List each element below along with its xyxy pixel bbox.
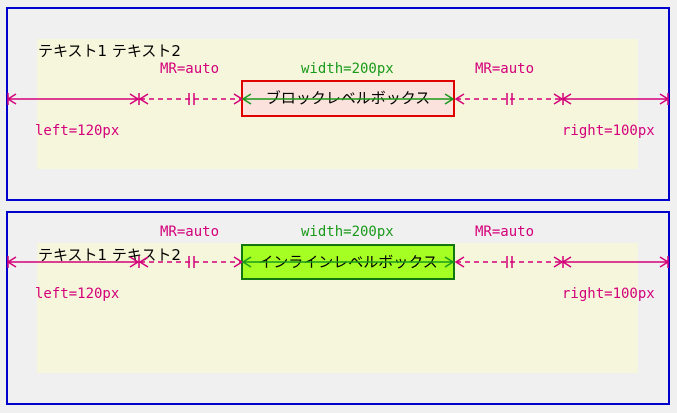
width-dim-arrow-end [444, 93, 455, 105]
width-dim-arrow-end [444, 256, 455, 268]
left-dim-arrow-end [129, 256, 140, 268]
dimension-lines-row-2 [6, 256, 670, 268]
right-label-1: right=100px [562, 123, 655, 139]
mr-left-arrow-start [138, 93, 149, 105]
left-dim-arrow-start [6, 256, 17, 268]
left-label-1: left=120px [35, 123, 120, 139]
width-dim-arrow-start [241, 93, 252, 105]
right-dim-arrow-start [561, 93, 572, 105]
width-label-2: width=200px [301, 224, 394, 240]
mr-left-arrow-end [233, 256, 244, 268]
mr-right-arrow-start [454, 93, 465, 105]
width-dim-arrow-start [241, 256, 252, 268]
dimension-lines-row-1 [6, 93, 670, 105]
mr-left-label-1: MR=auto [160, 61, 220, 77]
mr-right-arrow-start [454, 256, 465, 268]
panel-inline-level [6, 211, 670, 405]
left-dim-arrow-start [6, 93, 17, 105]
mr-left-arrow-start [138, 256, 149, 268]
right-label-2: right=100px [562, 286, 655, 302]
mr-right-label-1: MR=auto [475, 61, 535, 77]
width-label-1: width=200px [301, 61, 394, 77]
mr-left-arrow-end [233, 93, 244, 105]
mr-left-label-2: MR=auto [160, 224, 220, 240]
left-label-2: left=120px [35, 286, 120, 302]
left-dim-arrow-end [129, 93, 140, 105]
mr-right-label-2: MR=auto [475, 224, 535, 240]
text-line-1: テキスト1 テキスト2 [38, 42, 181, 60]
right-dim-arrow-start [561, 256, 572, 268]
panel-block-level [6, 7, 670, 201]
